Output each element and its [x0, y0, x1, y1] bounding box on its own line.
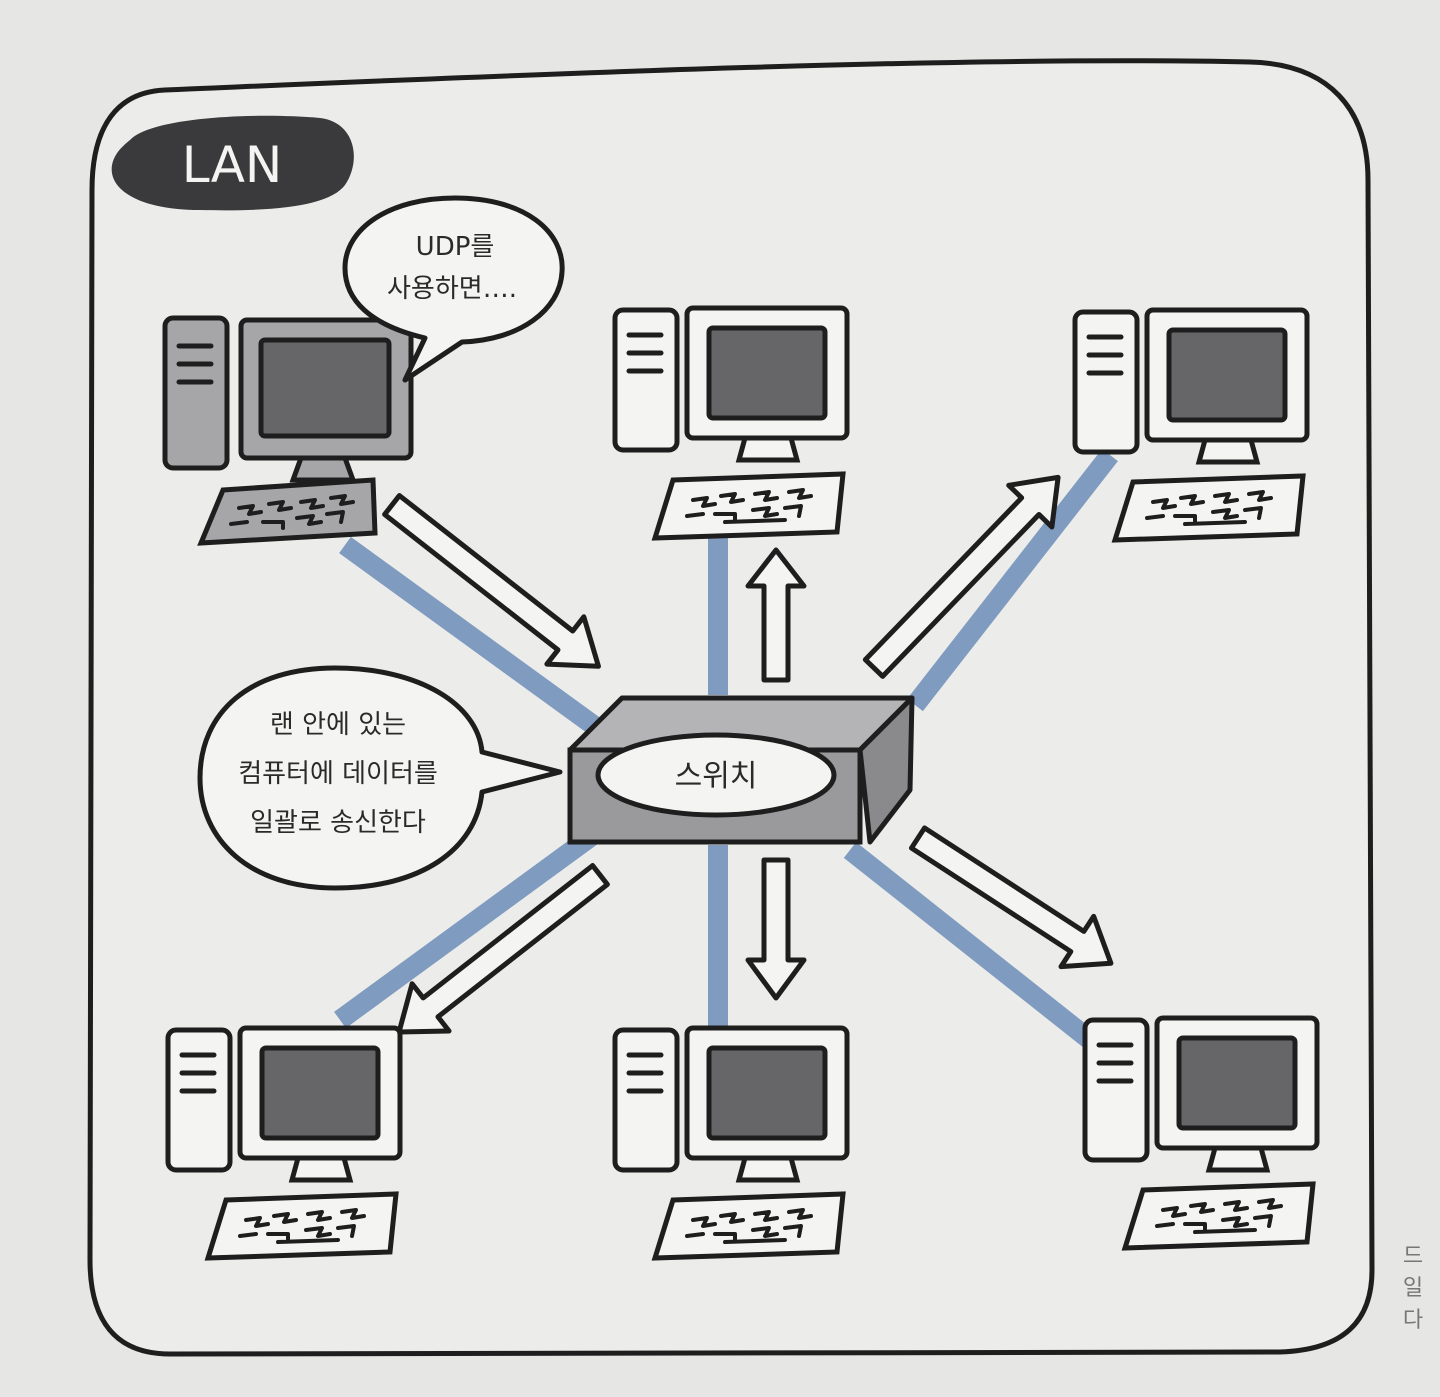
network-cables — [334, 448, 1118, 1048]
arrow-down-right — [908, 825, 1114, 970]
cable-top-left — [339, 536, 606, 739]
broadcast-arrows — [382, 474, 1114, 1035]
cable-bottom-right — [843, 842, 1097, 1048]
margin-char-2: 일 — [1402, 1276, 1424, 1301]
cable-top-right — [907, 448, 1118, 712]
arrow-up-right — [862, 474, 1061, 679]
arrow-down — [745, 857, 807, 1001]
margin-char-1: 드 — [1402, 1244, 1424, 1269]
broadcast-bubble-line1: 랜 안에 있는 — [270, 710, 406, 740]
lan-badge-label: LAN — [182, 136, 283, 194]
udp-bubble-line2: 사용하면…. — [387, 274, 517, 304]
switch-label: 스위치 — [675, 759, 758, 794]
speech-bubble-udp: UDP를 사용하면…. — [342, 195, 565, 383]
udp-bubble-line1: UDP를 — [416, 232, 495, 262]
arrow-up — [745, 547, 807, 683]
lan-badge: LAN — [111, 115, 354, 211]
computer-sender — [162, 315, 414, 546]
cable-bottom-left — [334, 821, 606, 1029]
switch-box: 스위치 — [567, 695, 915, 845]
broadcast-bubble-line2: 컴퓨터에 데이터를 — [238, 759, 438, 789]
switch-label-oval — [595, 732, 837, 818]
speech-bubble-broadcast: 랜 안에 있는 컴퓨터에 데이터를 일괄로 송신한다 — [197, 665, 563, 891]
broadcast-bubble-line3: 일괄로 송신한다 — [250, 808, 426, 838]
arrow-pc-to-switch — [382, 493, 601, 669]
margin-char-3: 다 — [1402, 1308, 1424, 1333]
arrow-down-left — [396, 863, 610, 1035]
